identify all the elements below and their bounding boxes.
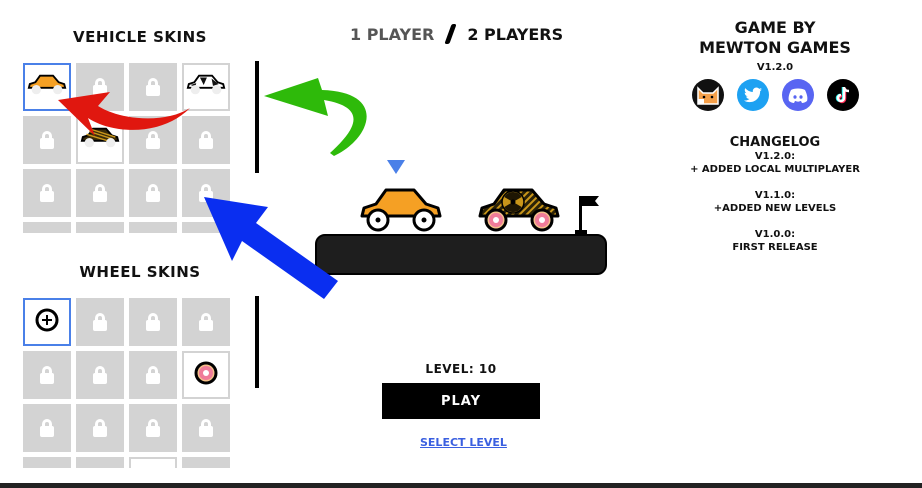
mode-slash-divider [444,24,457,44]
wheel-skin-cell[interactable] [76,404,124,452]
green-arrow-icon [264,78,367,156]
lock-icon [93,78,107,96]
lock-icon [199,313,213,331]
lock-icon [40,419,54,437]
vehicle-skin-cell[interactable] [76,169,124,217]
vehicle-skin-cell[interactable] [182,222,230,233]
lock-icon [199,131,213,149]
wheel-skin-cell[interactable] [129,457,177,468]
vehicle-skin-cell[interactable] [23,222,71,233]
changelog-version: V1.0.0: [754,229,796,240]
wheel-skin-cell[interactable] [182,457,230,468]
lock-icon [146,184,160,202]
red-arrow-icon [58,92,190,136]
lock-icon [40,366,54,384]
lock-icon [199,184,213,202]
version-label: V1.2.0 [756,62,794,73]
preview-platform [315,234,607,275]
wheel-skin-cell[interactable] [182,404,230,452]
mode-selector: 1 PLAYER 2 PLAYERS [350,24,563,44]
wheel-skin-cell[interactable] [23,298,71,346]
credit-line-1: GAME BY [734,18,816,37]
vehicle-skin-cell[interactable] [129,63,177,111]
changelog-text: FIRST RELEASE [732,242,818,253]
wheel-skin-cell[interactable] [76,351,124,399]
vehicle-skins-grid [23,63,230,233]
vehicle-skin-cell[interactable] [182,116,230,164]
wheel-skin-cell[interactable] [182,351,230,399]
lock-icon [93,419,107,437]
divider-wheel [255,296,259,388]
lock-icon [146,131,160,149]
player-indicator-icon [387,160,405,174]
wheel-skins-grid [23,298,230,468]
donut-wheel-icon [193,360,219,390]
lock-icon [146,419,160,437]
changelog-title: CHANGELOG [729,135,821,150]
credit-line-2: MEWTON GAMES [699,38,851,57]
wheel-skin-cell[interactable] [129,351,177,399]
orange-car-icon [27,72,67,102]
wheel-skin-cell[interactable] [23,351,71,399]
discord-icon[interactable] [781,79,814,111]
vehicle-skin-cell[interactable] [129,169,177,217]
tiktok-icon[interactable] [826,79,859,111]
lock-icon [199,419,213,437]
wheel-skin-cell[interactable] [129,298,177,346]
wheel-skin-cell[interactable] [23,404,71,452]
vehicle-skin-cell[interactable] [76,222,124,233]
wheel-skins-title: WHEEL SKINS [79,263,201,281]
wheel-skin-cell[interactable] [76,298,124,346]
mewton-cat-icon[interactable] [691,79,724,111]
orange-car-icon [360,188,442,232]
lock-icon [93,313,107,331]
divider-vehicle [255,61,259,173]
play-button[interactable]: PLAY [382,383,540,419]
plain-wheel-icon [34,307,60,337]
changelog-entry: V1.1.0: +ADDED NEW LEVELS [670,189,880,215]
one-player-button[interactable]: 1 PLAYER [350,24,435,44]
finish-flag-icon [575,196,599,235]
cow-car-icon [186,72,226,102]
wheel-skin-cell[interactable] [23,457,71,468]
two-players-button[interactable]: 2 PLAYERS [467,24,564,44]
vehicle-skin-cell[interactable] [182,63,230,111]
lock-icon [146,313,160,331]
vehicle-skin-cell[interactable] [23,116,71,164]
vehicle-skin-cell[interactable] [23,63,71,111]
bottom-border [0,483,922,488]
lock-icon [40,184,54,202]
lock-icon [146,366,160,384]
changelog-entry: V1.2.0: + ADDED LOCAL MULTIPLAYER [670,150,880,176]
wheel-skin-cell[interactable] [129,404,177,452]
level-label: LEVEL: 10 [425,362,497,376]
social-links [670,79,880,111]
vehicle-skins-title: VEHICLE SKINS [73,28,207,46]
vehicle-skin-cell[interactable] [23,169,71,217]
changelog-version: V1.2.0: [754,151,796,162]
select-level-link[interactable]: SELECT LEVEL [420,436,507,449]
blue-arrow-icon [204,197,338,299]
lock-icon [40,131,54,149]
changelog-version: V1.1.0: [754,190,796,201]
vehicle-skin-cell[interactable] [129,222,177,233]
changelog-text: +ADDED NEW LEVELS [713,203,837,214]
wheel-skin-cell[interactable] [182,298,230,346]
radioactive-car-icon [478,188,560,232]
lock-icon [146,78,160,96]
lock-icon [93,184,107,202]
changelog-text: + ADDED LOCAL MULTIPLAYER [690,164,860,175]
twitter-icon[interactable] [736,79,769,111]
changelog-entry: V1.0.0: FIRST RELEASE [670,228,880,254]
wheel-skin-cell[interactable] [76,457,124,468]
lock-icon [93,366,107,384]
